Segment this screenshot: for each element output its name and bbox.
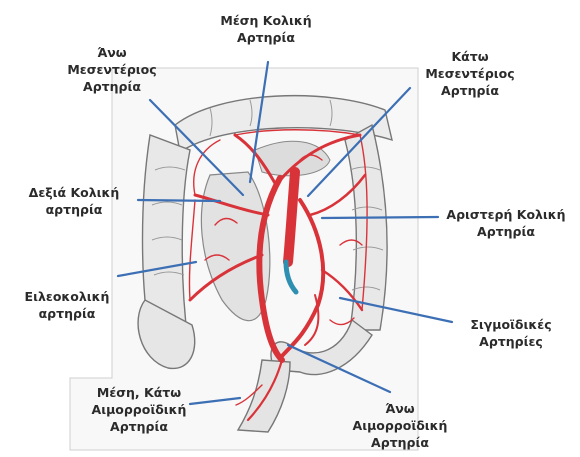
label-line: Αρτηρία — [80, 418, 198, 435]
label-ileocolic-artery: Ειλεοκολική αρτηρία — [12, 288, 122, 322]
label-superior-mesenteric-artery: Άνω Μεσεντέριος Αρτηρία — [52, 44, 172, 95]
label-superior-rectal-artery: Άνω Αιμορροϊδική Αρτηρία — [340, 400, 460, 451]
label-line: Αρτηρία — [52, 78, 172, 95]
label-line: Αρτηρία — [206, 29, 326, 46]
label-line: Μέση, Κάτω — [80, 384, 198, 401]
label-line: Αριστερή Κολική — [438, 206, 574, 223]
label-line: Αιμορροϊδική — [80, 401, 198, 418]
label-line: Αρτηρίες — [452, 333, 570, 350]
label-middle-inferior-rectal-artery: Μέση, Κάτω Αιμορροϊδική Αρτηρία — [80, 384, 198, 435]
label-line: αρτηρία — [14, 201, 134, 218]
label-line: Άνω — [340, 400, 460, 417]
label-line: Δεξιά Κολική — [14, 184, 134, 201]
label-line: Αρτηρία — [340, 434, 460, 451]
label-line: Αιμορροϊδική — [340, 417, 460, 434]
label-line: Μεσεντέριος — [410, 65, 530, 82]
label-line: Κάτω — [410, 48, 530, 65]
label-line: Μεσεντέριος — [52, 61, 172, 78]
label-line: Σιγμοϊδικές — [452, 316, 570, 333]
label-inferior-mesenteric-artery: Κάτω Μεσεντέριος Αρτηρία — [410, 48, 530, 99]
label-middle-colic-artery: Μέση Κολική Αρτηρία — [206, 12, 326, 46]
leader-left-colic — [322, 217, 438, 218]
label-line: Αρτηρία — [438, 223, 574, 240]
label-right-colic-artery: Δεξιά Κολική αρτηρία — [14, 184, 134, 218]
label-line: Άνω — [52, 44, 172, 61]
label-line: Αρτηρία — [410, 82, 530, 99]
label-left-colic-artery: Αριστερή Κολική Αρτηρία — [438, 206, 574, 240]
label-line: αρτηρία — [12, 305, 122, 322]
label-sigmoid-arteries: Σιγμοϊδικές Αρτηρίες — [452, 316, 570, 350]
leader-right-colic — [138, 200, 220, 201]
label-line: Μέση Κολική — [206, 12, 326, 29]
label-line: Ειλεοκολική — [12, 288, 122, 305]
